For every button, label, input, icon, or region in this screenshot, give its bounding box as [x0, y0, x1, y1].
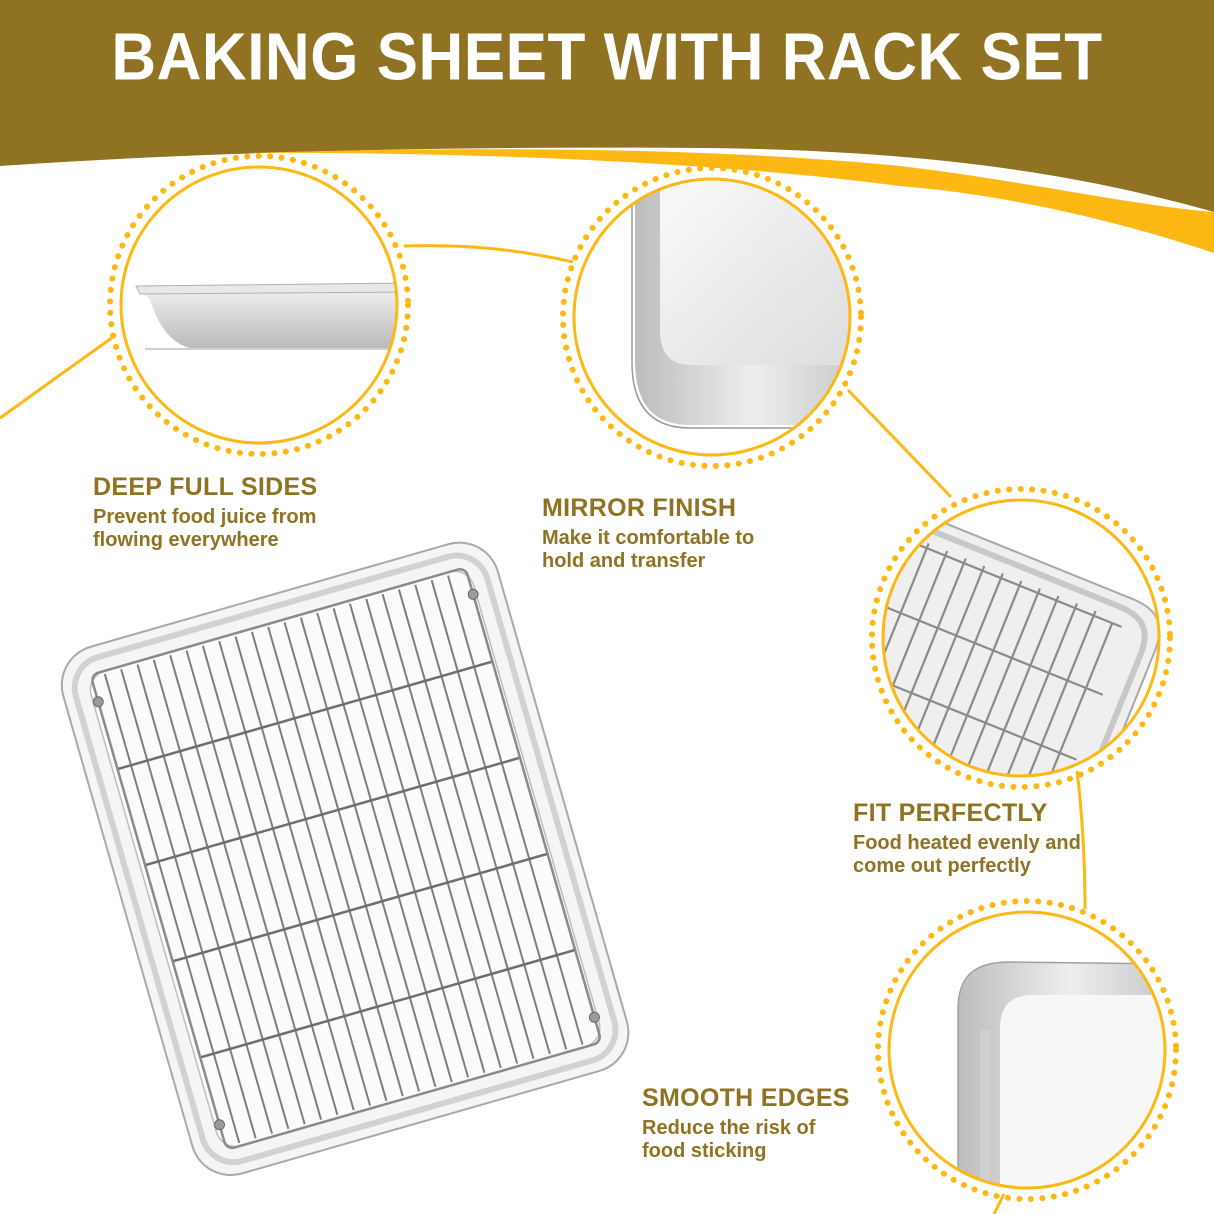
- feature-smooth-edges: SMOOTH EDGES Reduce the risk of food sti…: [642, 1083, 850, 1163]
- page-title: BAKING SHEET WITH RACK SET: [111, 20, 1103, 95]
- feature-description-line-2: flowing everywhere: [93, 529, 279, 551]
- feature-title: SMOOTH EDGES: [642, 1084, 850, 1112]
- feature-description-line-2: food sticking: [642, 1140, 767, 1162]
- feature-fit-perfectly: FIT PERFECTLY Food heated evenly and com…: [853, 798, 1081, 878]
- connector-lines: [0, 244, 1087, 1214]
- feature-description-line-1: Make it comfortable to: [542, 527, 755, 549]
- fit-perfectly-closeup-circle: [869, 486, 1173, 790]
- feature-description-line-1: Food heated evenly and: [853, 832, 1081, 854]
- product-baking-sheet-with-rack: [60, 541, 630, 1177]
- mirror-finish-closeup-circle: [560, 165, 864, 469]
- feature-description-line-1: Prevent food juice from: [93, 506, 317, 528]
- smooth-edges-closeup-circle: [875, 898, 1179, 1202]
- feature-title: FIT PERFECTLY: [853, 799, 1048, 827]
- feature-description-line-2: hold and transfer: [542, 550, 706, 572]
- feature-mirror-finish: MIRROR FINISH Make it comfortable to hol…: [542, 493, 754, 573]
- deep-sides-closeup-circle: [107, 153, 411, 457]
- feature-description-line-2: come out perfectly: [853, 855, 1031, 877]
- header-banner: [0, 0, 1214, 253]
- feature-deep-full-sides: DEEP FULL SIDES Prevent food juice from …: [93, 472, 317, 552]
- feature-description-line-1: Reduce the risk of: [642, 1117, 816, 1139]
- feature-title: MIRROR FINISH: [542, 494, 737, 522]
- feature-title: DEEP FULL SIDES: [93, 473, 318, 501]
